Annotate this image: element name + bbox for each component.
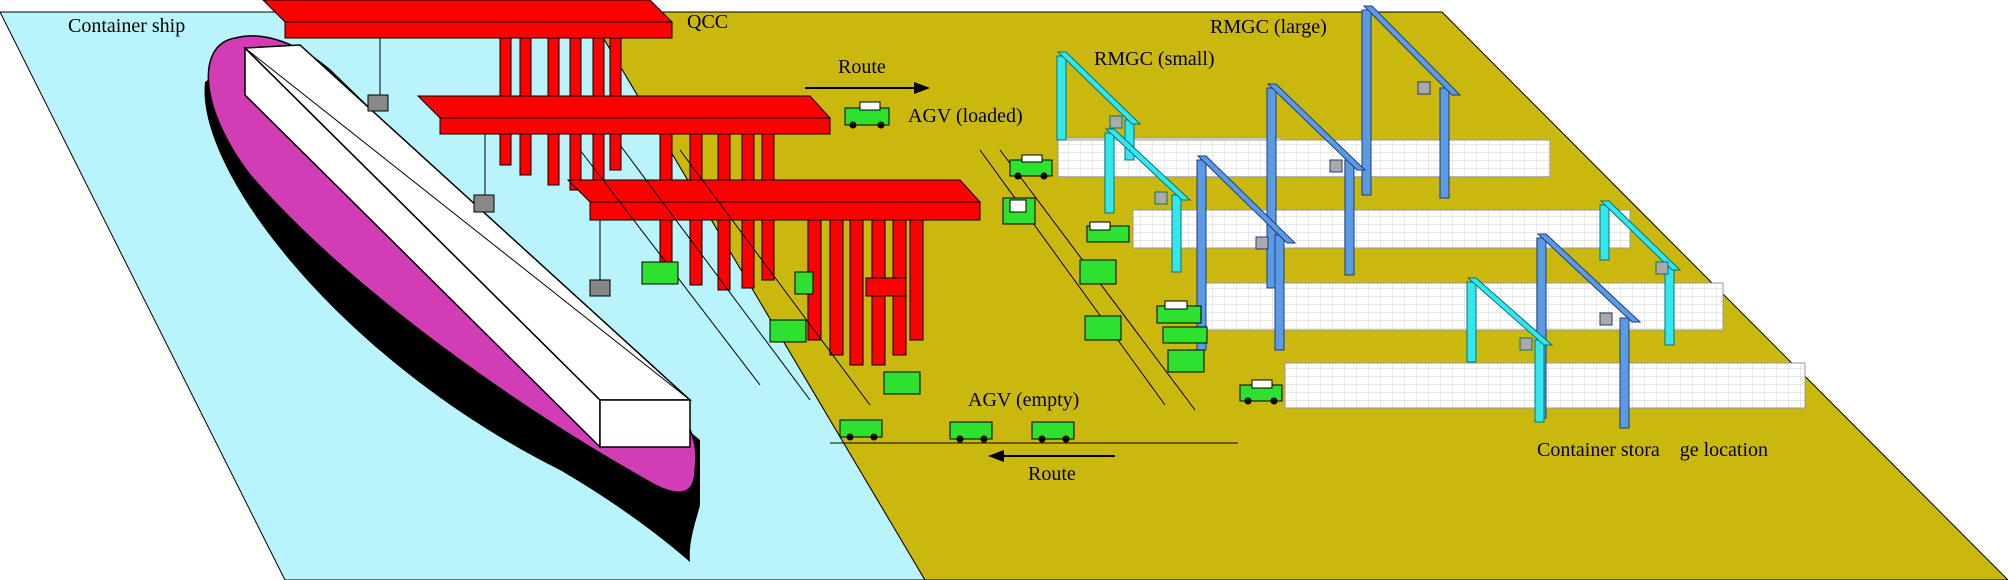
rmgc-small-cranes [1056, 51, 1682, 423]
qcc-crane-3 [566, 179, 982, 366]
agv-loaded-group [844, 101, 1283, 405]
agv-empty-group [641, 259, 1208, 443]
label-rmgc-large: RMGC (large) [1210, 16, 1327, 38]
label-container-ship: Container ship [68, 15, 186, 37]
label-agv-loaded: AGV (loaded) [908, 105, 1023, 127]
label-qcc: QCC [687, 11, 729, 33]
agv-empty [794, 271, 814, 295]
label-route-top: Route [838, 56, 886, 78]
route-arrow-right [805, 82, 930, 94]
agv-loaded [1156, 300, 1202, 324]
agv-loaded [844, 101, 890, 129]
ship-deck-end [599, 399, 691, 448]
label-route-bottom: Route [1028, 463, 1076, 485]
rmgc-small-2 [1104, 128, 1192, 273]
label-rmgc-small: RMGC (small) [1094, 48, 1215, 70]
agv-loaded [1002, 197, 1036, 225]
rmgc-large-3 [1196, 155, 1297, 351]
agv-loaded [1009, 154, 1053, 180]
agv-empty [769, 319, 807, 343]
agv-empty [1162, 326, 1208, 344]
rmgc-large-2 [1266, 83, 1367, 289]
rmgc-small-4 [1466, 277, 1554, 423]
rmgc-small-3 [1599, 200, 1682, 346]
rmgc-large-4 [1536, 233, 1642, 429]
agv-empty [1079, 259, 1117, 285]
label-agv-empty: AGV (empty) [968, 389, 1080, 411]
agv-loaded [1239, 379, 1283, 405]
route-arrow-left [988, 450, 1115, 462]
agv-empty [1167, 349, 1205, 373]
rmgc-small-1 [1056, 51, 1142, 161]
agv-empty [839, 419, 883, 441]
agv-empty [641, 261, 679, 285]
qcc-cranes [262, 0, 982, 366]
agv-loaded [1086, 221, 1130, 243]
agv-empty [1084, 315, 1122, 341]
rmgc-large-1 [1361, 5, 1462, 199]
agv-empty [949, 421, 993, 443]
container-ship [204, 35, 700, 562]
agv-empty [883, 371, 921, 395]
rmgc-large-cranes [1196, 5, 1642, 429]
agv-empty [1031, 421, 1075, 443]
label-container-storage: Container stora ge location [1537, 439, 1769, 461]
